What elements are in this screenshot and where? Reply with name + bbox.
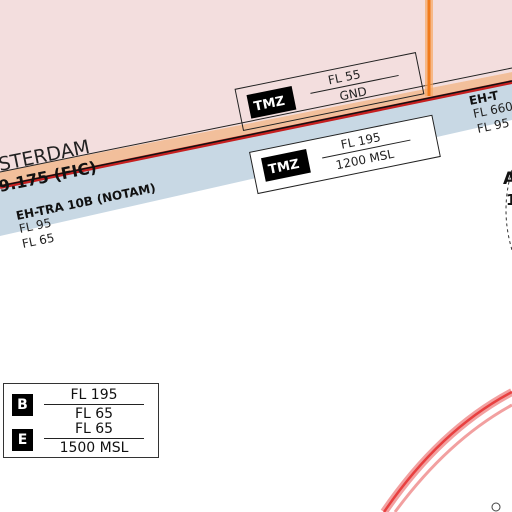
airspace-class-legend: B FL 195 FL 65 E FL 65 1500 MSL <box>3 383 159 458</box>
tmz-upper-floor: GND <box>338 84 368 103</box>
tmz-lower-divider <box>322 139 411 159</box>
tmz-upper-divider <box>310 74 399 94</box>
class-b-divider <box>44 404 144 405</box>
ctr-boundary-line <box>382 390 512 512</box>
class-e-badge: E <box>12 429 33 451</box>
tra-upper-label: FL 95 <box>18 216 53 236</box>
legend-row-class-e: E FL 65 1500 MSL <box>4 421 158 457</box>
tmz-lower-badge <box>261 149 311 182</box>
class-b-upper-limit: FL 195 <box>70 387 118 403</box>
tmz-upper-ceiling: FL 55 <box>327 67 362 87</box>
class-e-upper-limit: FL 65 <box>74 421 114 437</box>
class-b-badge: B <box>12 394 33 416</box>
point-marker <box>491 502 501 512</box>
class-e-lower-limit: 1500 MSL <box>59 440 129 456</box>
fir-border-black-line <box>0 80 512 187</box>
fic-area <box>0 0 512 172</box>
tmz-upper-box[interactable]: TMZ FL 55 GND <box>234 52 425 132</box>
tra-lower-label: FL 65 <box>21 231 56 251</box>
edge-label-a: A <box>503 169 512 189</box>
ctr-boundary-inner <box>393 403 512 512</box>
dashed-boundary <box>505 169 512 251</box>
tmz-lower-box[interactable]: TMZ FL 195 1200 MSL <box>249 114 441 195</box>
tra-right-name-label: EH-T <box>468 88 501 108</box>
fir-border-line <box>0 80 512 189</box>
tmz-lower-badge-text: TMZ <box>267 157 301 178</box>
class-b-lower-limit: FL 65 <box>74 406 114 422</box>
class-e-divider <box>44 438 144 439</box>
tra-right-lower-label: FL 95 <box>476 116 511 136</box>
legend-row-class-b: B FL 195 FL 65 <box>4 385 158 422</box>
tmz-upper-badge-text: TMZ <box>253 94 287 115</box>
edge-label-1: 1 <box>506 191 512 209</box>
tmz-upper-badge <box>246 85 297 119</box>
